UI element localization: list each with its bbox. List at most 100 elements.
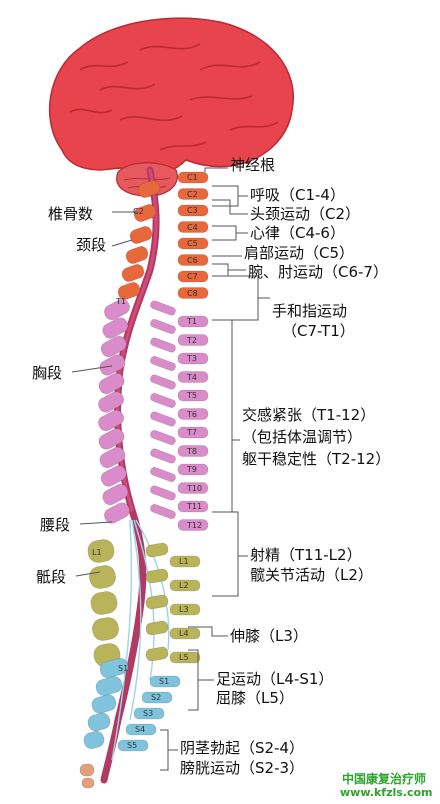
fn-knee-flex: 屈膝（L5） (216, 689, 294, 707)
vertebra-l4 (91, 617, 120, 641)
nerve-root-t5 (177, 389, 209, 402)
process-t2 (150, 318, 176, 335)
nerve-root-t6 (177, 408, 209, 420)
fn-trunk: 躯干稳定性（T2-12） (242, 450, 391, 468)
process-l3 (145, 594, 169, 610)
nerve-root-c5 (177, 237, 209, 250)
nerve-label-t2: T2 (187, 335, 197, 345)
fn-sympathetic-2: （包括体温调节） (242, 428, 363, 446)
vertebra-label-c2: C2 (133, 207, 144, 216)
label-lumbar: 腰段 (40, 516, 71, 534)
process-t6 (150, 392, 176, 409)
nerve-label-s5: S5 (127, 741, 138, 750)
nerve-label-t5: T5 (187, 391, 197, 400)
process-l1 (145, 542, 169, 558)
nerve-root-l1 (169, 555, 201, 568)
vertebra-c7 (117, 282, 141, 300)
fn-sympathetic-1: 交感紧张（T1-12） (242, 406, 376, 424)
label-cervical: 颈段 (76, 236, 107, 254)
fn-heart-rhythm: 心律（C4-6） (250, 224, 345, 242)
process-l4 (145, 620, 169, 636)
process-t7 (150, 411, 176, 427)
vertebra-t3 (100, 335, 127, 358)
fn-wrist-elbow: 腕、肘运动（C6-7） (248, 263, 388, 281)
vertebra-t12 (104, 502, 130, 524)
nerve-root-c4 (177, 221, 209, 233)
label-sacral: 骶段 (36, 568, 67, 586)
vertebra-c5 (125, 246, 149, 264)
nerve-label-c8: C8 (187, 288, 198, 298)
vertebra-t2 (102, 317, 129, 339)
nerve-label-c3: C3 (187, 206, 198, 215)
fn-bladder: 膀胱运动（S2-3） (180, 759, 305, 777)
nerve-root-c3 (177, 204, 209, 217)
nerve-label-c7: C7 (187, 272, 198, 281)
nerve-root-s1 (149, 675, 181, 688)
nerve-label-t3: T3 (187, 354, 197, 363)
fn-ejaculation: 射精（T11-L2） (250, 546, 362, 564)
process-l2 (145, 568, 169, 584)
vertebra-t7 (98, 409, 125, 432)
nerve-root-t3 (177, 352, 209, 365)
nerve-label-l1: L1 (179, 557, 189, 566)
watermark-name: 中国康复治疗师 (342, 772, 427, 786)
process-t10 (150, 466, 176, 483)
vertebra-t11 (102, 483, 129, 506)
vertebra-l1 (87, 539, 115, 563)
vertebra-label-l1: L1 (92, 548, 102, 557)
brain (48, 17, 294, 197)
nerve-roots (117, 171, 209, 752)
nerve-label-c4: C4 (187, 222, 198, 232)
vertebra-s3 (91, 694, 117, 714)
fn-erection: 阴茎勃起（S2-4） (180, 739, 305, 757)
fn-breathing: 呼吸（C1-4） (250, 186, 345, 204)
nerve-label-s1: S1 (159, 677, 170, 686)
vertebra-s2 (95, 676, 123, 696)
process-t12 (150, 503, 176, 520)
coccyx-2 (81, 777, 95, 789)
nerve-label-c2: C2 (187, 189, 198, 199)
nerve-root-title: 神经根 (230, 156, 276, 174)
fn-shoulder: 肩部运动（C5） (244, 244, 355, 262)
vertebra-s5 (83, 730, 105, 750)
nerve-root-t11 (177, 500, 209, 513)
connector-lines (71, 167, 270, 771)
nerve-label-s3: S3 (143, 709, 154, 718)
nerve-root-t9 (177, 463, 209, 476)
process-t9 (150, 448, 176, 464)
vertebra-s4 (87, 712, 111, 732)
nerve-label-c1: C1 (187, 173, 198, 182)
nerve-label-t1: T1 (187, 317, 197, 326)
nerve-root-t12 (177, 519, 209, 531)
process-t8 (150, 429, 176, 446)
fn-hand-finger-1: 手和指运动 (272, 302, 348, 320)
nerve-root-c8 (177, 287, 209, 299)
nerve-root-c1 (177, 171, 209, 184)
vertebra-t5 (98, 372, 125, 395)
process-t11 (150, 485, 176, 501)
nerve-label-t4: T4 (187, 372, 197, 382)
nerve-label-t6: T6 (187, 409, 197, 419)
watermark-url: www.kfzls.com (340, 786, 433, 799)
vertebra-c2 (137, 180, 161, 198)
process-l5 (145, 646, 169, 662)
vertebra-t8 (98, 428, 125, 450)
nerve-label-l3: L3 (179, 605, 189, 614)
nerve-root-t4 (177, 371, 209, 383)
label-thoracic: 胸段 (32, 364, 63, 382)
nerve-root-l2 (169, 579, 201, 592)
nerve-root-c7 (177, 270, 209, 283)
vertebra-c4 (129, 226, 153, 244)
nerve-root-s2 (141, 691, 173, 704)
vertebra-c3 (133, 204, 157, 222)
nerve-root-t10 (177, 482, 209, 494)
process-t3 (150, 337, 176, 353)
nerve-root-l4 (169, 627, 201, 640)
nerve-root-c2 (177, 188, 209, 200)
nerve-label-s4: S4 (135, 725, 146, 734)
nerve-label-c6: C6 (187, 255, 198, 265)
nerve-root-c6 (177, 254, 209, 266)
fn-hip: 髋关节活动（L2） (250, 566, 373, 584)
fn-foot: 足运动（L4-S1） (216, 670, 334, 688)
